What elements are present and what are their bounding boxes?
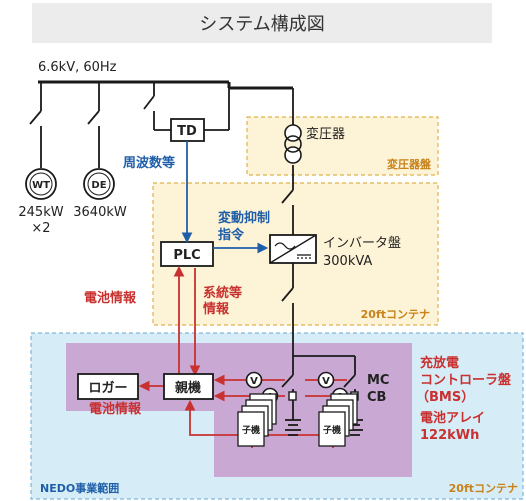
battery-info-bottom-label: 電池情報 [89, 401, 142, 417]
container-label-bottom: 20ftコンテナ [449, 482, 518, 495]
td-label: TD [177, 124, 197, 139]
de-caption-1: 3640kW [73, 205, 127, 220]
title-bar [32, 3, 492, 43]
controller-label-1: 充放電 [420, 355, 459, 371]
svg-text:V: V [322, 376, 330, 387]
meter-v-left: V [245, 371, 263, 389]
control-command-label-2: 指令 [218, 227, 245, 243]
plc-label: PLC [173, 248, 200, 263]
control-command-label-1: 変動抑制 [218, 210, 270, 226]
system-info-label-1: 系統等 [203, 285, 242, 301]
power-lines [29, 80, 356, 400]
page-title: システム構成図 [199, 14, 324, 35]
logger-label: ロガー [88, 381, 127, 396]
child-unit-stack-right: 子機 [318, 393, 358, 447]
child-unit-stack-left: 子機 [237, 393, 277, 447]
blue-signals [181, 141, 269, 254]
mc-label: MC [367, 373, 389, 388]
wt-caption-1: 245kW [18, 205, 63, 220]
child-unit-label: 子機 [242, 424, 260, 436]
grid-voltage-label: 6.6kV, 60Hz [38, 60, 117, 75]
nedo-scope-label: NEDO事業範囲 [40, 481, 119, 495]
meter-v-right: V [317, 371, 335, 389]
frequency-label: 周波数等 [123, 155, 175, 171]
generator-de: DE 3640kW [73, 168, 127, 220]
battery-symbol-left [285, 400, 301, 436]
ct-left [288, 391, 297, 401]
de-label: DE [91, 180, 106, 191]
transformer-panel-label: 変圧器盤 [387, 157, 432, 171]
transformer-label: 変圧器 [306, 126, 345, 142]
generator-wt: WT 245kW ×2 [18, 168, 64, 236]
controller-label-2: コントローラ盤 [420, 372, 512, 388]
master-box [163, 373, 214, 400]
inverter-icon [269, 234, 317, 264]
child-unit-label: 子機 [323, 424, 341, 436]
wt-caption-2: ×2 [31, 221, 50, 236]
transformer-icon [284, 124, 302, 164]
svg-text:V: V [250, 376, 258, 387]
wt-label: WT [32, 180, 50, 191]
battery-array-label-2: 122kWh [420, 428, 479, 443]
cb-label: CB [367, 390, 386, 405]
transformer-panel-zone [246, 116, 439, 176]
controller-label-3: （BMS） [416, 389, 474, 405]
inverter-capacity: 300kVA [323, 254, 372, 269]
master-label: 親機 [175, 380, 201, 396]
logger-box [77, 373, 139, 400]
battery-array-label-1: 電池アレイ [420, 410, 485, 426]
inverter-label: インバータ盤 [323, 236, 401, 251]
battery-info-top-label: 電池情報 [84, 290, 137, 306]
container-label: 20ftコンテナ [361, 308, 430, 321]
system-info-label-2: 情報 [203, 301, 230, 317]
